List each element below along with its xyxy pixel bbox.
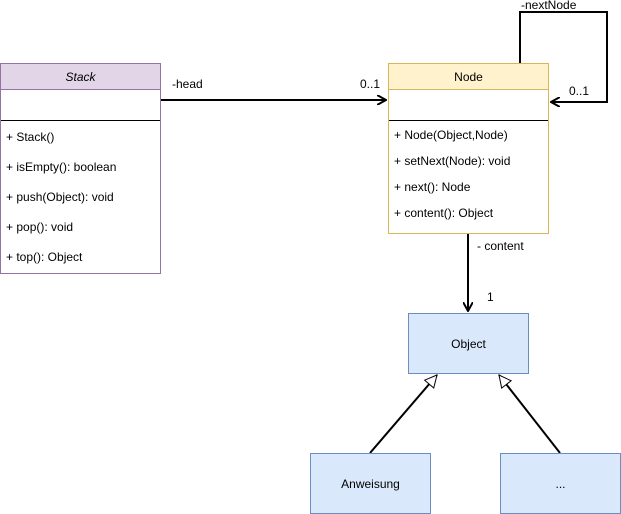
anweisung-class[interactable]: Anweisung (310, 453, 431, 514)
node-op: + Node(Object,Node) (394, 128, 508, 142)
stack-op: + top(): Object (6, 250, 83, 264)
node-op: + setNext(Node): void (394, 154, 511, 168)
head-multiplicity-label: 0..1 (360, 77, 381, 91)
stack-op: + Stack() (6, 130, 55, 144)
node-operations: + Node(Object,Node) + setNext(Node): voi… (389, 121, 548, 225)
ellipsis-generalization (498, 375, 561, 454)
node-op: + next(): Node (394, 180, 471, 194)
next-node-role-label: -nextNode (521, 0, 577, 12)
node-class[interactable]: Node + Node(Object,Node) + setNext(Node)… (388, 63, 549, 234)
stack-operations: + Stack() + isEmpty(): boolean + push(Ob… (1, 121, 160, 271)
next-node-multiplicity-label: 0..1 (569, 84, 590, 98)
stack-attributes-compartment (1, 90, 160, 121)
object-class[interactable]: Object (408, 313, 529, 374)
object-class-label: Object (451, 336, 486, 351)
content-role-label: - content (477, 239, 524, 253)
anweisung-class-label: Anweisung (341, 476, 400, 491)
anweisung-generalization (369, 375, 438, 454)
ellipsis-class[interactable]: ... (500, 453, 621, 514)
content-multiplicity-label: 1 (487, 290, 494, 304)
stack-class-title: Stack (1, 64, 160, 90)
head-role-label: -head (172, 77, 203, 91)
node-attributes-compartment (389, 90, 548, 121)
stack-op: + isEmpty(): boolean (6, 160, 117, 174)
next-node-association (519, 11, 608, 102)
ellipsis-class-label: ... (555, 476, 566, 491)
node-class-title: Node (389, 64, 548, 90)
stack-op: + push(Object): void (6, 190, 114, 204)
stack-class[interactable]: Stack + Stack() + isEmpty(): boolean + p… (0, 63, 161, 274)
node-op: + content(): Object (394, 206, 494, 220)
stack-op: + pop(): void (6, 220, 74, 234)
